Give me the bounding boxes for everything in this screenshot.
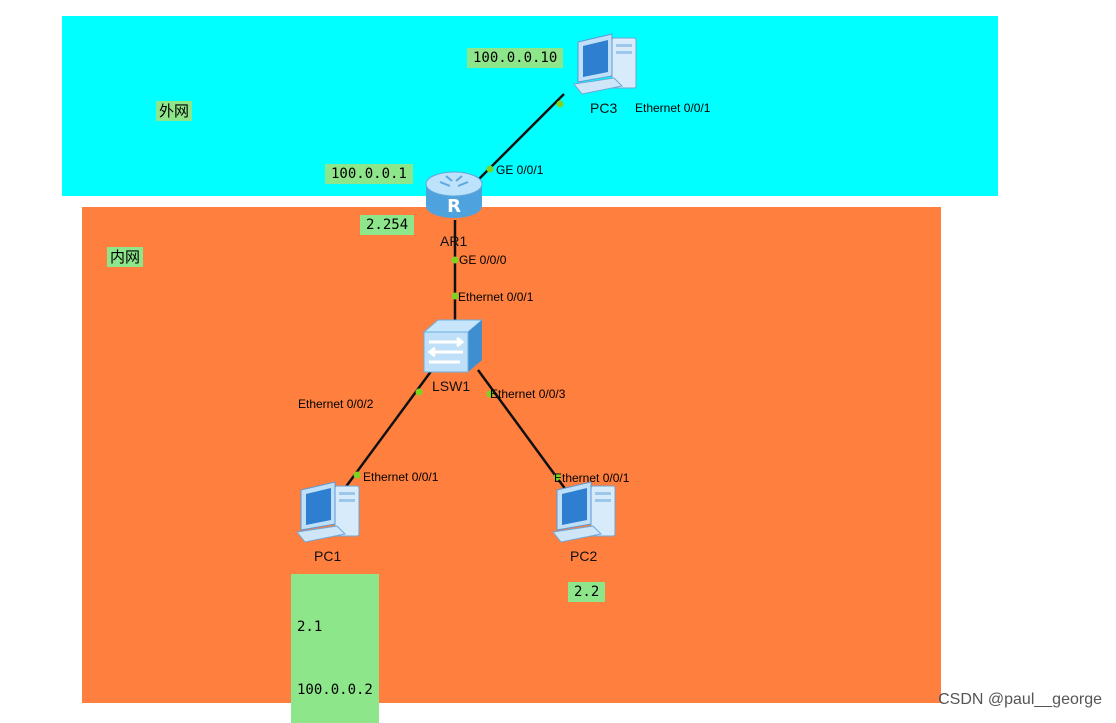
pc1-ip-line-2: 100.0.0.2 [297,682,373,698]
internal-zone-title: 内网 [107,247,144,267]
ar1-inner-ip-tag: 2.254 [360,215,415,235]
ar1-ge1-port-label: GE 0/0/1 [496,163,544,177]
pc1-label: PC1 [314,548,342,564]
pc1-ip-tag: 2.1 100.0.0.2 [291,574,379,723]
pc2-ip-tag: 2.2 [568,582,606,602]
port-dot-pc1 [353,471,361,479]
lsw1-eth3-port-label: Ethernet 0/0/3 [490,387,566,401]
port-dot-lsw1-eth2 [415,388,423,396]
pc1-ip-line-1: 2.1 [297,619,323,635]
pc3-computer-icon[interactable] [572,32,640,96]
ar1-outer-ip-tag: 100.0.0.1 [325,164,413,184]
svg-text:R: R [447,196,461,217]
external-network-zone [62,16,998,196]
pc1-port-label: Ethernet 0/0/1 [363,470,439,484]
pc3-ip-tag: 100.0.0.10 [467,48,564,68]
internal-network-zone [82,207,941,703]
lsw1-label: LSW1 [432,378,471,394]
pc1-computer-icon[interactable] [295,480,363,544]
ar1-router-icon[interactable]: R [422,166,486,224]
port-dot-pc3 [556,100,564,108]
pc3-port-label: Ethernet 0/0/1 [635,101,711,115]
pc2-label: PC2 [570,548,598,564]
link-lsw1-pc2 [476,369,568,491]
port-dot-lsw1-eth3 [486,390,494,398]
lsw1-eth2-port-label: Ethernet 0/0/2 [298,397,374,411]
ar1-label: AR1 [440,233,468,249]
port-dot-ar1-ge0 [451,256,459,264]
pc2-port-label: Ethernet 0/0/1 [554,471,630,485]
pc2-computer-icon[interactable] [551,480,619,544]
port-dot-lsw1-eth1 [451,292,459,300]
port-dot-ar1-ge1 [486,165,494,173]
external-zone-title: 外网 [156,101,193,121]
port-dot-pc2 [553,473,561,481]
ar1-ge0-port-label: GE 0/0/0 [459,253,507,267]
lsw1-switch-icon[interactable] [420,318,486,374]
watermark: CSDN @paul__george [938,691,1102,708]
pc3-label: PC3 [590,100,618,116]
lsw1-eth1-port-label: Ethernet 0/0/1 [458,290,534,304]
